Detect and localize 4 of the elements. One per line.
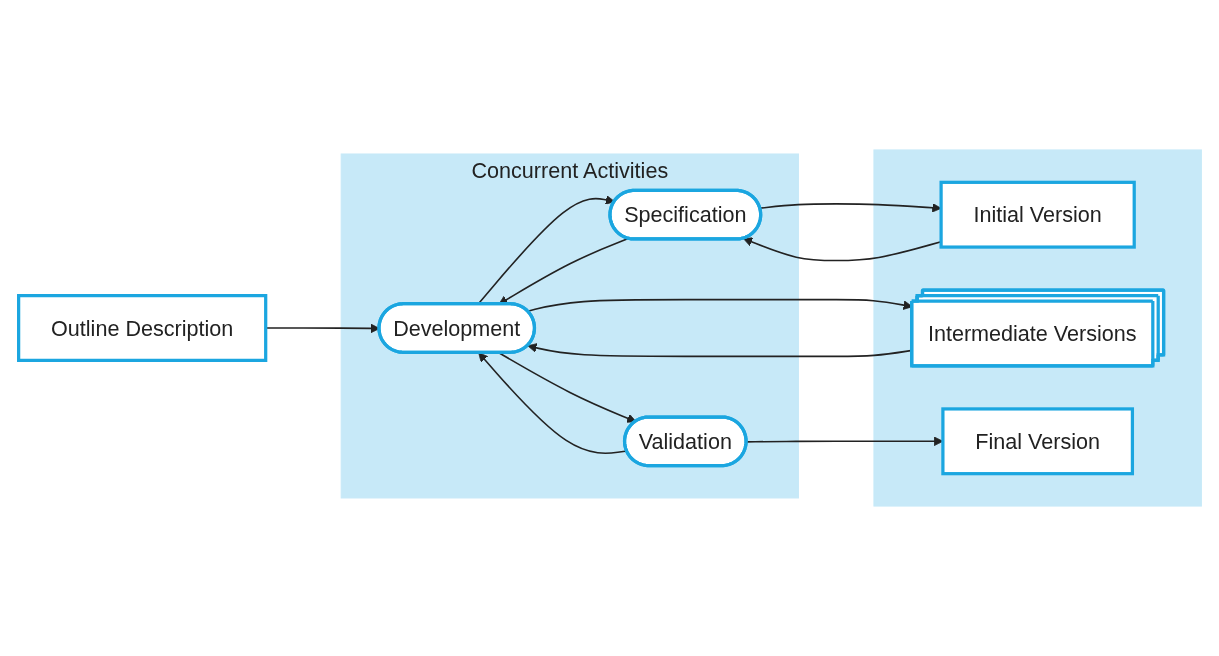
node-box: Initial Version bbox=[939, 180, 1136, 249]
cluster bbox=[872, 149, 1202, 507]
node-box: Outline Description bbox=[16, 294, 267, 362]
node-box: Final Version bbox=[940, 407, 1134, 476]
